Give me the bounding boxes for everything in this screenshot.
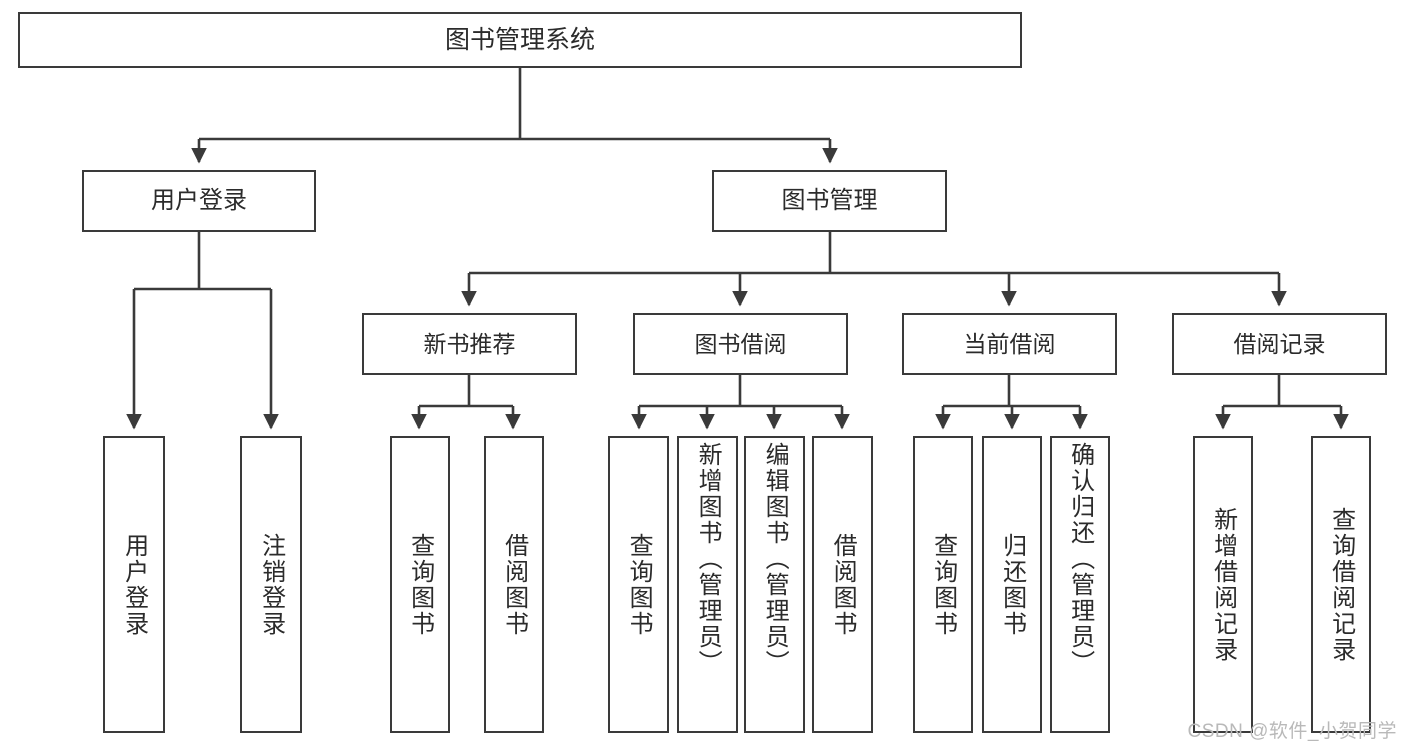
- leaf-query-book-1[interactable]: 查询图书: [390, 436, 450, 733]
- node-borrow-record[interactable]: 借阅记录: [1172, 313, 1387, 375]
- leaf-borrow-book-1-label: 借阅图书: [500, 532, 528, 637]
- leaf-return-book[interactable]: 归还图书: [982, 436, 1042, 733]
- node-current-borrow[interactable]: 当前借阅: [902, 313, 1117, 375]
- leaf-logout-label: 注销登录: [257, 532, 285, 637]
- leaf-add-record-label: 新增借阅记录: [1209, 506, 1237, 663]
- node-new-book-recommend[interactable]: 新书推荐: [362, 313, 577, 375]
- leaf-return-book-label: 归还图书: [998, 532, 1026, 637]
- leaf-edit-book[interactable]: 编辑图书（管理员）: [744, 436, 805, 733]
- leaf-query-book-3-label: 查询图书: [929, 532, 957, 637]
- node-root-label: 图书管理系统: [444, 25, 595, 54]
- leaf-query-book-2[interactable]: 查询图书: [608, 436, 669, 733]
- leaf-confirm-return[interactable]: 确认归还（管理员）: [1050, 436, 1110, 733]
- leaf-query-record-label: 查询借阅记录: [1327, 506, 1355, 663]
- node-book-borrow-label: 图书借阅: [694, 330, 787, 357]
- node-user-login[interactable]: 用户登录: [82, 170, 316, 232]
- leaf-query-book-1-label: 查询图书: [406, 532, 434, 637]
- node-root[interactable]: 图书管理系统: [18, 12, 1022, 68]
- leaf-borrow-book-1[interactable]: 借阅图书: [484, 436, 544, 733]
- leaf-query-record[interactable]: 查询借阅记录: [1311, 436, 1371, 733]
- leaf-user-login-label: 用户登录: [120, 532, 148, 637]
- node-new-book-recommend-label: 新书推荐: [423, 330, 516, 357]
- leaf-add-record[interactable]: 新增借阅记录: [1193, 436, 1253, 733]
- node-book-borrow[interactable]: 图书借阅: [633, 313, 848, 375]
- leaf-add-book[interactable]: 新增图书（管理员）: [677, 436, 738, 733]
- leaf-query-book-2-label: 查询图书: [625, 532, 653, 637]
- leaf-borrow-book-2[interactable]: 借阅图书: [812, 436, 873, 733]
- leaf-logout[interactable]: 注销登录: [240, 436, 302, 733]
- node-book-manage[interactable]: 图书管理: [712, 170, 947, 232]
- leaf-edit-book-label: 编辑图书（管理员）: [761, 442, 789, 676]
- watermark: CSDN @软件_小贺同学: [1187, 721, 1397, 742]
- node-book-manage-label: 图书管理: [781, 187, 878, 215]
- leaf-user-login[interactable]: 用户登录: [103, 436, 165, 733]
- leaf-query-book-3[interactable]: 查询图书: [913, 436, 973, 733]
- leaf-add-book-label: 新增图书（管理员）: [694, 442, 722, 676]
- leaf-borrow-book-2-label: 借阅图书: [829, 532, 857, 637]
- node-user-login-label: 用户登录: [151, 187, 247, 215]
- leaf-confirm-return-label: 确认归还（管理员）: [1066, 442, 1094, 676]
- node-borrow-record-label: 借阅记录: [1233, 330, 1326, 357]
- node-current-borrow-label: 当前借阅: [963, 330, 1056, 357]
